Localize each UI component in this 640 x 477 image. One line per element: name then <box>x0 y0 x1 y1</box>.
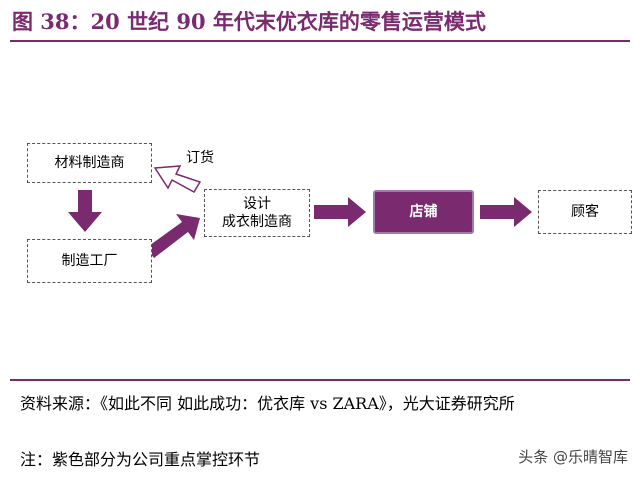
edge-label-order: 订货 <box>186 150 214 166</box>
source-note: 资料来源：《如此不同 如此成功：优衣库 vs ZARA》，光大证券研究所 <box>20 394 515 413</box>
node-material-maker-label: 材料制造商 <box>54 154 125 171</box>
arrow-material-to-factory <box>68 190 102 232</box>
node-store-label: 店铺 <box>409 203 438 220</box>
arrow-design-to-store <box>314 197 366 227</box>
arrow-store-to-customer <box>480 197 532 227</box>
node-customer-label: 顾客 <box>571 203 599 220</box>
node-design-label: 设计 <box>243 195 271 212</box>
node-design-maker: 设计 成衣制造商 <box>204 189 310 237</box>
node-store: 店铺 <box>373 190 474 234</box>
arrow-factory-to-design <box>146 214 200 258</box>
figure-title: 图 38：20 世纪 90 年代末优衣库的零售运营模式 <box>12 9 486 34</box>
watermark: 头条 @乐晴智库 <box>518 448 628 466</box>
node-factory: 制造工厂 <box>27 239 152 283</box>
footnote: 注：紫色部分为公司重点掌控环节 <box>20 450 261 469</box>
node-maker-label: 成衣制造商 <box>222 214 292 230</box>
node-material-maker: 材料制造商 <box>27 143 152 183</box>
footer-divider <box>10 379 630 381</box>
title-divider <box>10 40 630 42</box>
arrow-order-hollow <box>153 165 202 194</box>
node-customer: 顾客 <box>538 190 632 234</box>
node-factory-label: 制造工厂 <box>61 252 118 269</box>
